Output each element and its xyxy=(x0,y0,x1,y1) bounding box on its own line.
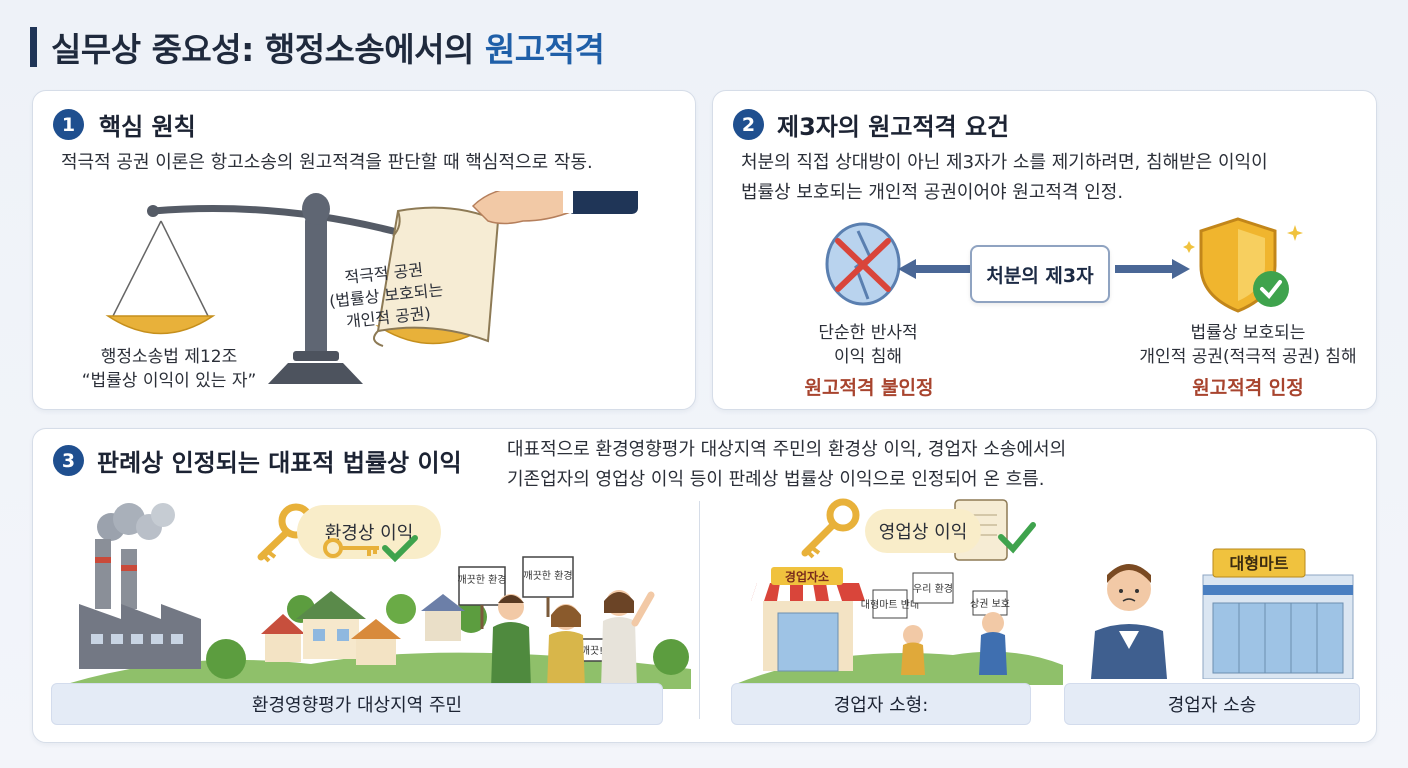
small-sign-2: 우리 환경 xyxy=(913,582,953,595)
standing-denied-label: 원고적격 불인정 xyxy=(804,377,934,399)
title-accent-bar xyxy=(30,27,37,67)
protest-sign-3: 깨끗! xyxy=(581,645,603,657)
page-title: 실무상 중요성: 행정소송에서의 원고적격 xyxy=(30,22,605,72)
environmental-residents-illustration: 깨끗한 환경 깨끗한 환경 깨끗! xyxy=(51,503,691,689)
biz-interest-pill: 영업상 이익 xyxy=(865,509,981,553)
arrow-right-icon xyxy=(1115,259,1190,279)
section-desc-1: 적극적 공권 이론은 항고소송의 원고적격을 판단할 때 핵심적으로 작동. xyxy=(61,152,593,173)
law-label: 행정소송법 제12조 “법률상 이익이 있는 자” xyxy=(81,347,257,391)
standing-granted-label: 원고적격 인정 xyxy=(1192,377,1304,399)
scales-of-justice-illustration xyxy=(105,191,638,384)
section-number-3: 3 xyxy=(53,445,84,476)
caption-competitor-small: 경업자 소형: xyxy=(731,683,1031,725)
competitor-store-illustration: 경업자소 대형마트 반대 우리 환경 상권 보호 xyxy=(733,498,1063,685)
env-key-check-icon xyxy=(323,535,418,563)
section-heading-2: 제3자의 원고적격 요건 xyxy=(777,113,1010,141)
protest-sign-1: 깨끗한 환경 xyxy=(457,573,506,586)
small-sign-1: 대형마트 반대 xyxy=(861,599,919,611)
protest-sign-2: 깨끗한 환경 xyxy=(523,569,572,582)
panel-core-principle: 1 핵심 원칙 적극적 공권 이론은 항고소송의 원고적격을 판단할 때 핵심적… xyxy=(32,90,696,410)
title-prefix: 실무상 중요성: 행정소송에서의 xyxy=(51,30,474,69)
section-heading-1: 핵심 원칙 xyxy=(99,113,196,141)
title-accent: 원고적격 xyxy=(484,30,605,69)
mart-sign: 대형마트 xyxy=(1230,554,1289,573)
section-number-2: 2 xyxy=(733,109,764,140)
scroll-label: 적극적 공권 (법률상 보호되는 개인적 공권) xyxy=(328,260,445,332)
large-mart-illustration: 대형마트 xyxy=(1091,548,1354,679)
panel-recognized-interests: 3 판례상 인정되는 대표적 법률상 이익 대표적으로 환경영향평가 대상지역 … xyxy=(32,428,1377,743)
third-party-box: 처분의 제3자 xyxy=(970,245,1110,303)
protected-shield-icon xyxy=(1183,217,1303,313)
denied-shield-icon xyxy=(825,222,901,306)
section-heading-3: 판례상 인정되는 대표적 법률상 이익 xyxy=(97,449,462,477)
section-desc-3: 대표적으로 환경영향평가 대상지역 주민의 환경상 이익, 경업자 소송에서의 … xyxy=(507,439,1067,490)
small-sign-3: 상권 보호 xyxy=(970,598,1010,610)
store-sign: 경업자소 xyxy=(785,569,829,584)
section-number-1: 1 xyxy=(53,109,84,140)
section-desc-2: 처분의 직접 상대방이 아닌 제3자가 소를 제기하려면, 침해받은 이익이 법… xyxy=(741,152,1268,203)
reflective-interest-label: 단순한 반사적 이익 침해 xyxy=(818,323,918,367)
section-divider xyxy=(699,501,700,719)
protected-right-label: 법률상 보호되는 개인적 공권(적극적 공권) 침해 xyxy=(1139,323,1357,367)
caption-competitor-lawsuit: 경업자 소송 xyxy=(1064,683,1360,725)
arrow-left-icon xyxy=(898,259,973,279)
caption-env-residents: 환경영향평가 대상지역 주민 xyxy=(51,683,663,725)
